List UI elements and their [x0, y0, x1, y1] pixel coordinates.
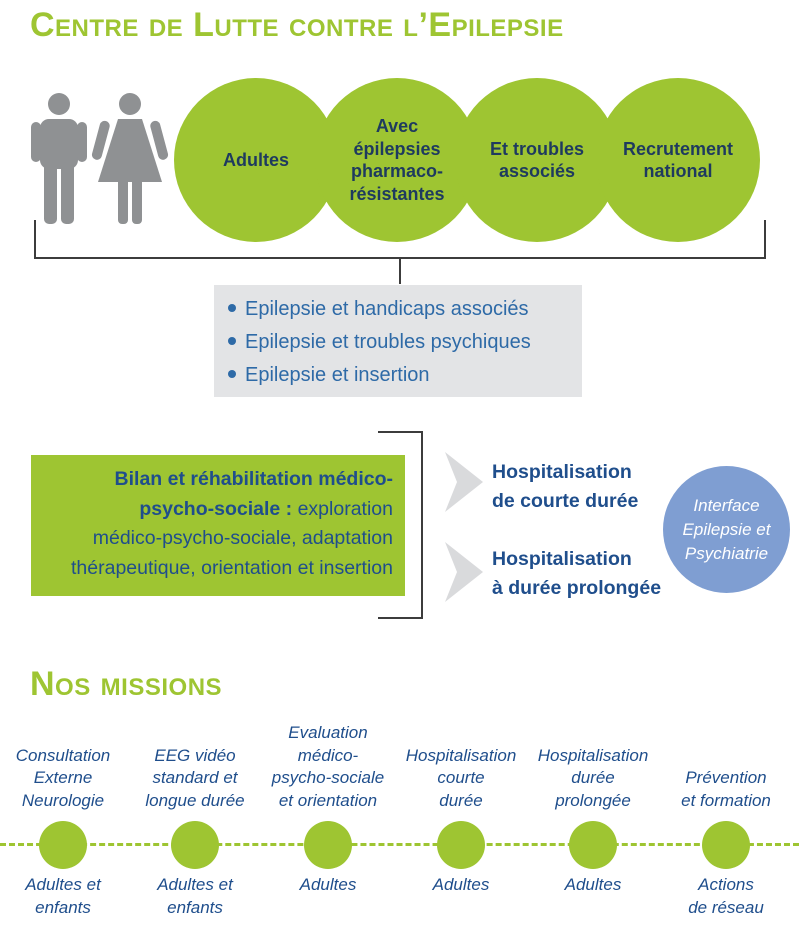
interface-circle: Interface Epilepsie et Psychiatrie — [663, 466, 790, 593]
hospitalisation-prolongee: Hospitalisation à durée prolongée — [492, 548, 662, 599]
bilan-box: Bilan et réhabilitation médico- psycho-s… — [31, 455, 405, 596]
mission-audience: Adultes — [432, 875, 490, 894]
specialty-item: Epilepsie et handicaps associés — [228, 293, 568, 326]
mission-audience: Adultes — [299, 875, 357, 894]
arrow-right-icon — [445, 542, 483, 602]
timeline-dot — [437, 821, 485, 869]
bullet-icon — [228, 303, 236, 312]
circle-epilepsies: Avec épilepsies pharmaco- résistantes — [315, 78, 479, 242]
page-title: Centre de Lutte contre l’Epilepsie — [30, 6, 564, 44]
circle-adultes: Adultes — [174, 78, 338, 242]
timeline-dashed-line — [0, 843, 799, 846]
mission-audience: Adultes et enfants — [25, 875, 101, 917]
specialty-item: Epilepsie et troubles psychiques — [228, 326, 568, 359]
mission-label: Hospitalisation durée prolongée — [537, 745, 649, 810]
hospitalisation-courte: Hospitalisation de courte durée — [492, 461, 639, 512]
mission-label: Hospitalisation courte durée — [405, 745, 517, 810]
mission-label: Consultation Externe Neurologie — [15, 745, 111, 810]
mission-audience: Adultes — [564, 875, 622, 894]
mission-label: EEG vidéo standard et longue durée — [145, 745, 245, 810]
bracket-connector — [34, 220, 766, 284]
mission-label: Prévention et formation — [681, 768, 771, 810]
bracket-right — [378, 431, 423, 619]
specialties-box: Epilepsie et handicaps associés Epilepsi… — [214, 285, 582, 397]
specialty-item: Epilepsie et insertion — [228, 359, 568, 392]
bullet-icon — [228, 336, 236, 345]
timeline-dot — [171, 821, 219, 869]
timeline-dot — [304, 821, 352, 869]
bullet-icon — [228, 369, 236, 378]
circle-recrutement: Recrutement national — [596, 78, 760, 242]
mission-audience: Adultes et enfants — [157, 875, 233, 917]
timeline-dot — [702, 821, 750, 869]
circle-troubles: Et troubles associés — [455, 78, 619, 242]
mission-audience: Actions de réseau — [688, 875, 764, 917]
mission-label: Evaluation médico- psycho-sociale et ori… — [271, 723, 385, 810]
missions-title: Nos missions — [30, 665, 223, 703]
people-icon — [31, 93, 169, 224]
timeline-dot — [39, 821, 87, 869]
arrow-right-icon — [445, 452, 483, 512]
timeline-dot — [569, 821, 617, 869]
